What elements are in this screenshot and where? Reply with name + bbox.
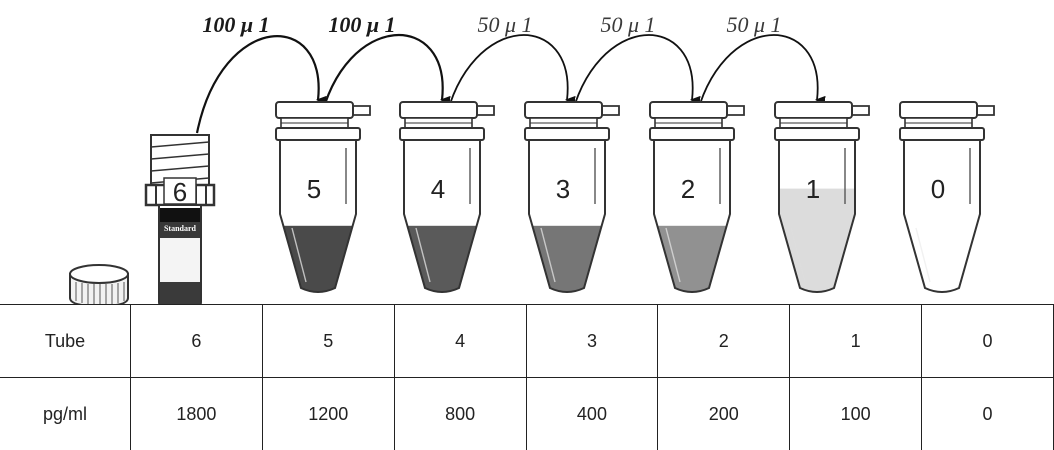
tube-number-5: 5 xyxy=(307,174,321,204)
tube-4: 4 xyxy=(399,101,495,293)
transfer-volume-label: 100 μ 1 xyxy=(328,12,395,37)
table-cell: 1800 xyxy=(130,377,263,450)
tube-number-3: 3 xyxy=(556,174,570,204)
transfer-arrow-2-to-1 xyxy=(694,34,826,123)
tube-0: 0 xyxy=(899,101,995,293)
table-cell: 1200 xyxy=(261,377,395,450)
table-cell: 0 xyxy=(921,377,1054,450)
standard-tube-label: Standard xyxy=(164,224,197,233)
table-cell: 0 xyxy=(921,304,1054,378)
table-cell: 2 xyxy=(657,304,791,378)
tube-1: 1 xyxy=(774,101,870,293)
tube-number-2: 2 xyxy=(681,174,695,204)
transfer-volume-label: 50 μ 1 xyxy=(477,12,532,37)
table-cell: 3 xyxy=(525,304,659,378)
table-cell: 4 xyxy=(393,304,527,378)
tube-3: 3 xyxy=(524,101,620,293)
transfer-volume-labels: 100 μ 1 100 μ 1 50 μ 1 50 μ 1 50 μ 1 xyxy=(202,12,781,37)
standard-tube-cap xyxy=(69,264,129,305)
tube-number-1: 1 xyxy=(806,174,820,204)
table-cell: 400 xyxy=(525,377,659,450)
transfer-arrow-5-to-4 xyxy=(318,34,451,123)
tube-2: 2 xyxy=(649,101,745,293)
transfer-arrow-4-to-3 xyxy=(444,34,576,123)
transfer-volume-label: 50 μ 1 xyxy=(726,12,781,37)
tube-5: 5 xyxy=(275,101,371,293)
row-header: Tube xyxy=(0,304,131,378)
table-cell: 6 xyxy=(130,304,263,378)
table-cell: 200 xyxy=(657,377,791,450)
standard-tube-6: Standard 6 xyxy=(144,134,216,305)
tube-number-6: 6 xyxy=(173,177,187,207)
microtubes: 5 4 3 2 1 0 xyxy=(275,101,995,293)
transfer-arrows xyxy=(195,34,826,134)
transfer-arrow-6-to-5 xyxy=(195,35,327,134)
table-cell: 1 xyxy=(789,304,923,378)
transfer-volume-label: 100 μ 1 xyxy=(202,12,269,37)
tube-number-4: 4 xyxy=(431,174,445,204)
serial-dilution-diagram: 100 μ 1 100 μ 1 50 μ 1 50 μ 1 50 μ 1 xyxy=(69,12,995,305)
table-cell: 5 xyxy=(261,304,395,378)
transfer-volume-label: 50 μ 1 xyxy=(600,12,655,37)
row-header: pg/ml xyxy=(0,377,131,450)
transfer-arrow-3-to-2 xyxy=(569,34,701,123)
table-cell: 100 xyxy=(789,377,923,450)
tube-number-0: 0 xyxy=(931,174,945,204)
table-cell: 800 xyxy=(393,377,527,450)
